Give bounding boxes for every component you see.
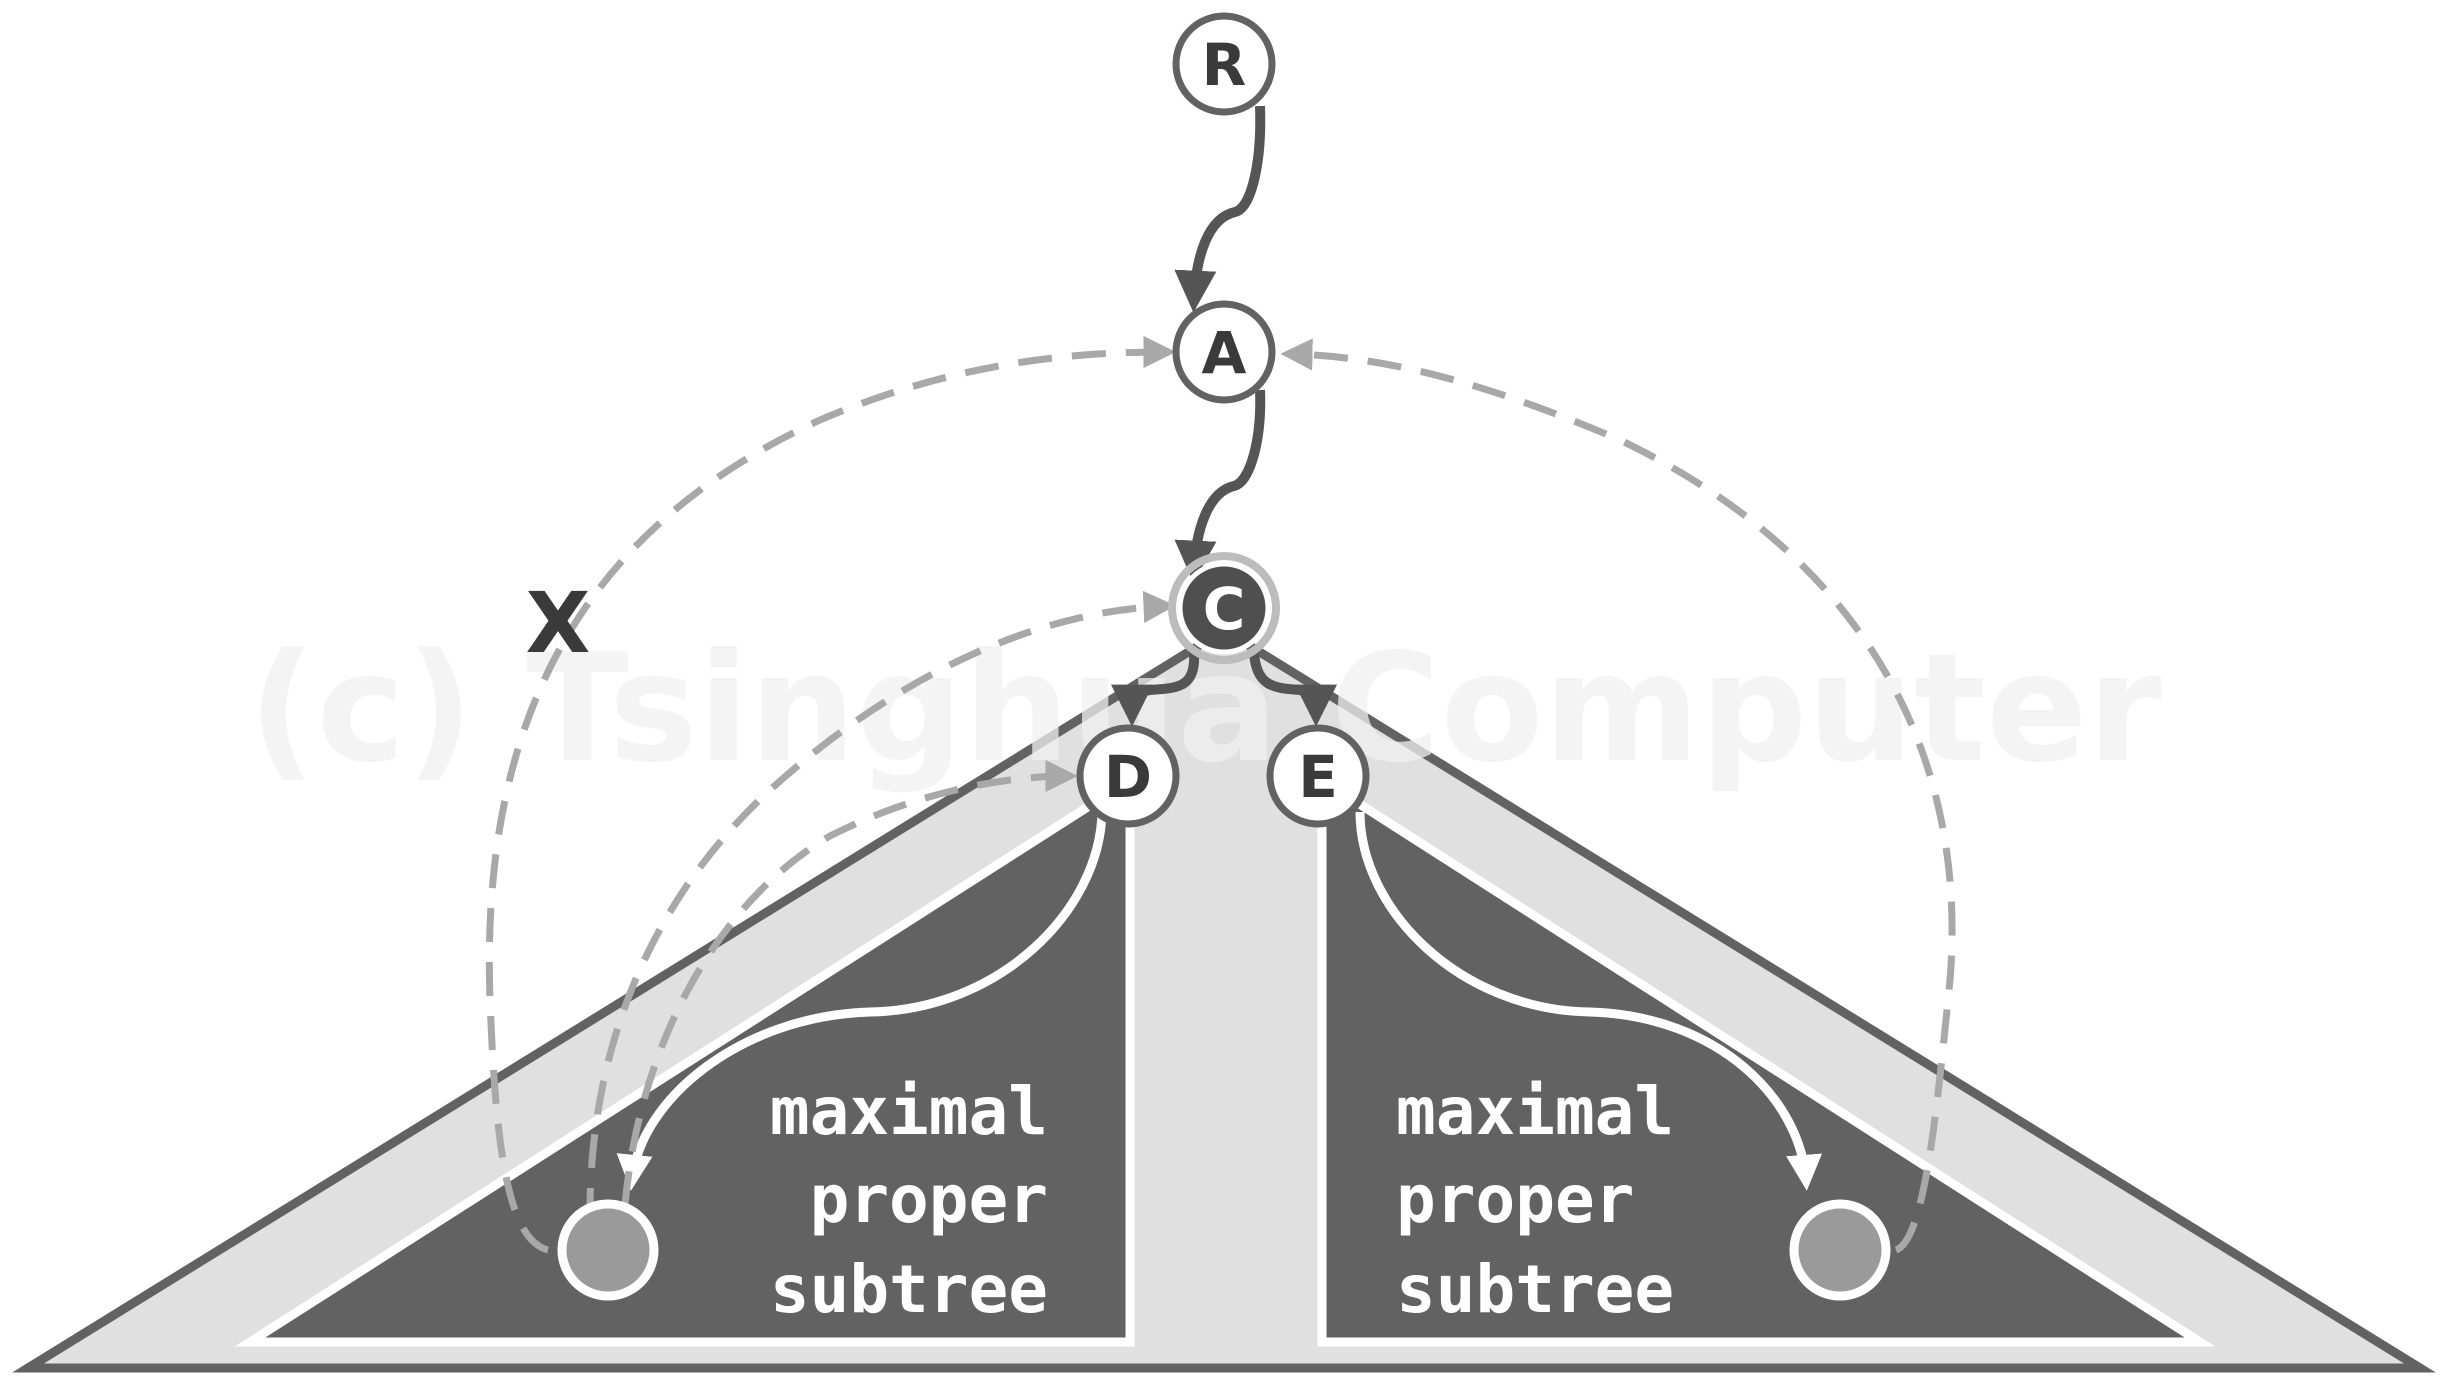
node-r-label: R	[1202, 31, 1247, 99]
node-d-label: D	[1104, 743, 1152, 811]
right-subtree-line3: subtree	[1396, 1251, 1674, 1328]
edge-c-to-e	[1249, 651, 1337, 727]
node-a	[1172, 300, 1276, 404]
node-c-halo	[1168, 552, 1280, 664]
node-c-label: C	[1203, 575, 1246, 643]
left-subtree-line1: maximal	[770, 1073, 1048, 1150]
edge-r-to-a	[1174, 105, 1266, 313]
node-a-label: A	[1202, 319, 1247, 387]
left-subtree-triangle	[234, 771, 1135, 1347]
left-leaf-node	[557, 1199, 659, 1301]
dashed-arc-left-to-a	[485, 335, 1176, 1254]
right-leaf-node	[1789, 1199, 1891, 1301]
dashed-arc-right-to-a	[1280, 338, 1956, 1254]
node-r	[1172, 12, 1276, 116]
edge-x-label: X	[526, 574, 591, 672]
right-subtree-line2: proper	[1396, 1161, 1634, 1238]
node-e-label: E	[1298, 743, 1338, 811]
node-e	[1266, 724, 1370, 828]
left-subtree-line3: subtree	[770, 1251, 1048, 1328]
edge-c-to-d	[1111, 651, 1200, 727]
node-d	[1076, 724, 1180, 828]
left-subtree-path	[616, 811, 1107, 1191]
left-subtree-line2: proper	[810, 1161, 1048, 1238]
dashed-arc-to-c	[586, 590, 1176, 1223]
node-c	[1177, 561, 1271, 655]
dashed-arc-to-d	[621, 759, 1078, 1206]
edge-a-to-c	[1174, 389, 1266, 583]
right-subtree-line1: maximal	[1396, 1073, 1674, 1150]
right-subtree-path	[1355, 811, 1823, 1191]
right-subtree-triangle	[1317, 771, 2216, 1347]
watermark-text: (c) Tsinghua Computer	[248, 622, 2162, 796]
